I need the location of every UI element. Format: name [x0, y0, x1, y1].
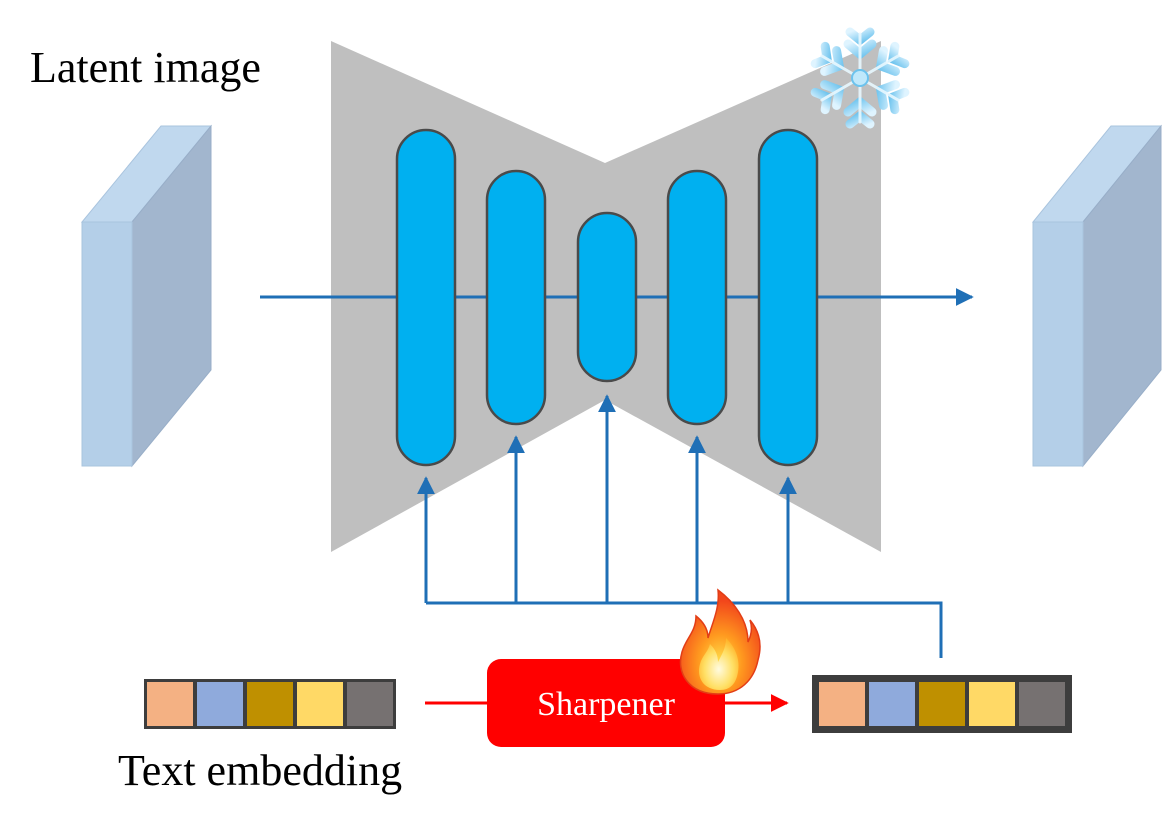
- latent-image-label: Latent image: [30, 43, 261, 92]
- output-latent-face: [1032, 221, 1084, 467]
- unet-block-1: [395, 128, 457, 467]
- unet-blocks: [395, 128, 819, 467]
- unet-block-5: [757, 128, 819, 467]
- input-latent-face: [81, 221, 133, 467]
- text-embedding-label: Text embedding: [118, 746, 402, 795]
- embedding-input-cell-3: [247, 682, 293, 726]
- output-latent-block: [1031, 124, 1163, 468]
- sharpener-module: Sharpener: [487, 659, 725, 747]
- embedding-output-cell-2: [869, 682, 915, 726]
- embedding-output-cell-3: [919, 682, 965, 726]
- fire-icon: [679, 588, 761, 695]
- unet-block-3: [576, 211, 638, 383]
- sharpener-box: [487, 659, 725, 747]
- text-embedding-output: [812, 675, 1072, 733]
- sharpener-label: Sharpener: [537, 686, 676, 723]
- conditioning-arrows: [417, 394, 943, 658]
- embedding-output-cell-4: [969, 682, 1015, 726]
- embedding-input-cell-2: [197, 682, 243, 726]
- conditioning-bus: [426, 601, 943, 658]
- embedding-output-cell-1: [819, 682, 865, 726]
- unet-block-2: [485, 169, 547, 426]
- embedding-input-cell-5: [347, 682, 393, 726]
- input-latent-block: [80, 124, 213, 468]
- text-embedding-input: [144, 679, 396, 729]
- unet-block-4: [666, 169, 728, 426]
- embedding-input-cell-4: [297, 682, 343, 726]
- embedding-input-cell-1: [147, 682, 193, 726]
- snowflake-icon: [810, 27, 910, 129]
- embedding-output-cell-5: [1019, 682, 1065, 726]
